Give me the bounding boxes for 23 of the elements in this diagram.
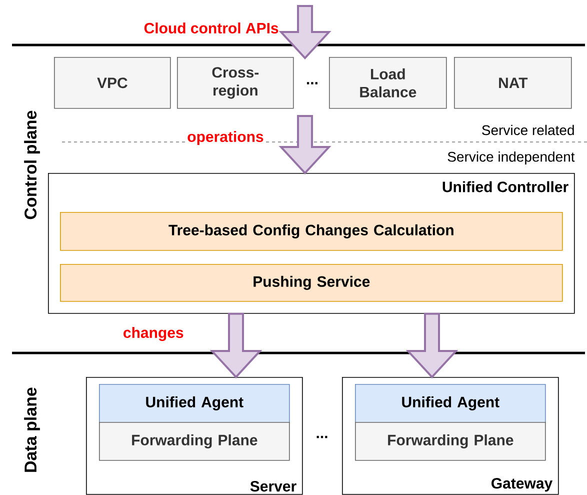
block-arrow [406, 312, 458, 378]
region-label: Service independent [448, 151, 575, 165]
service-box: NAT [454, 57, 572, 109]
block-arrow [278, 5, 332, 60]
agent-box: Unified Agent [355, 384, 546, 423]
service-box: Cross-region [177, 57, 294, 109]
caption-text: Cloud control APIs [144, 22, 278, 34]
region-label: Service related [482, 124, 574, 136]
caption-text: operations [186, 130, 265, 146]
plane-label: Control plane [24, 110, 40, 220]
caption-text: changes [124, 326, 184, 342]
block-arrow [210, 312, 262, 378]
service-box: Load Balance [329, 57, 447, 109]
block-arrow [278, 115, 332, 174]
service-box: Forwarding Plane [99, 422, 290, 461]
module-box: Pushing Service [60, 264, 563, 302]
plane-label: Data plane [24, 388, 40, 472]
ellipsis: ... [316, 436, 328, 438]
module-box: Tree-based Config Changes Calculation [60, 212, 563, 251]
service-box: Forwarding Plane [355, 422, 546, 461]
service-box: VPC [54, 57, 171, 109]
ellipsis: ... [306, 82, 318, 84]
agent-box: Unified Agent [99, 384, 290, 423]
